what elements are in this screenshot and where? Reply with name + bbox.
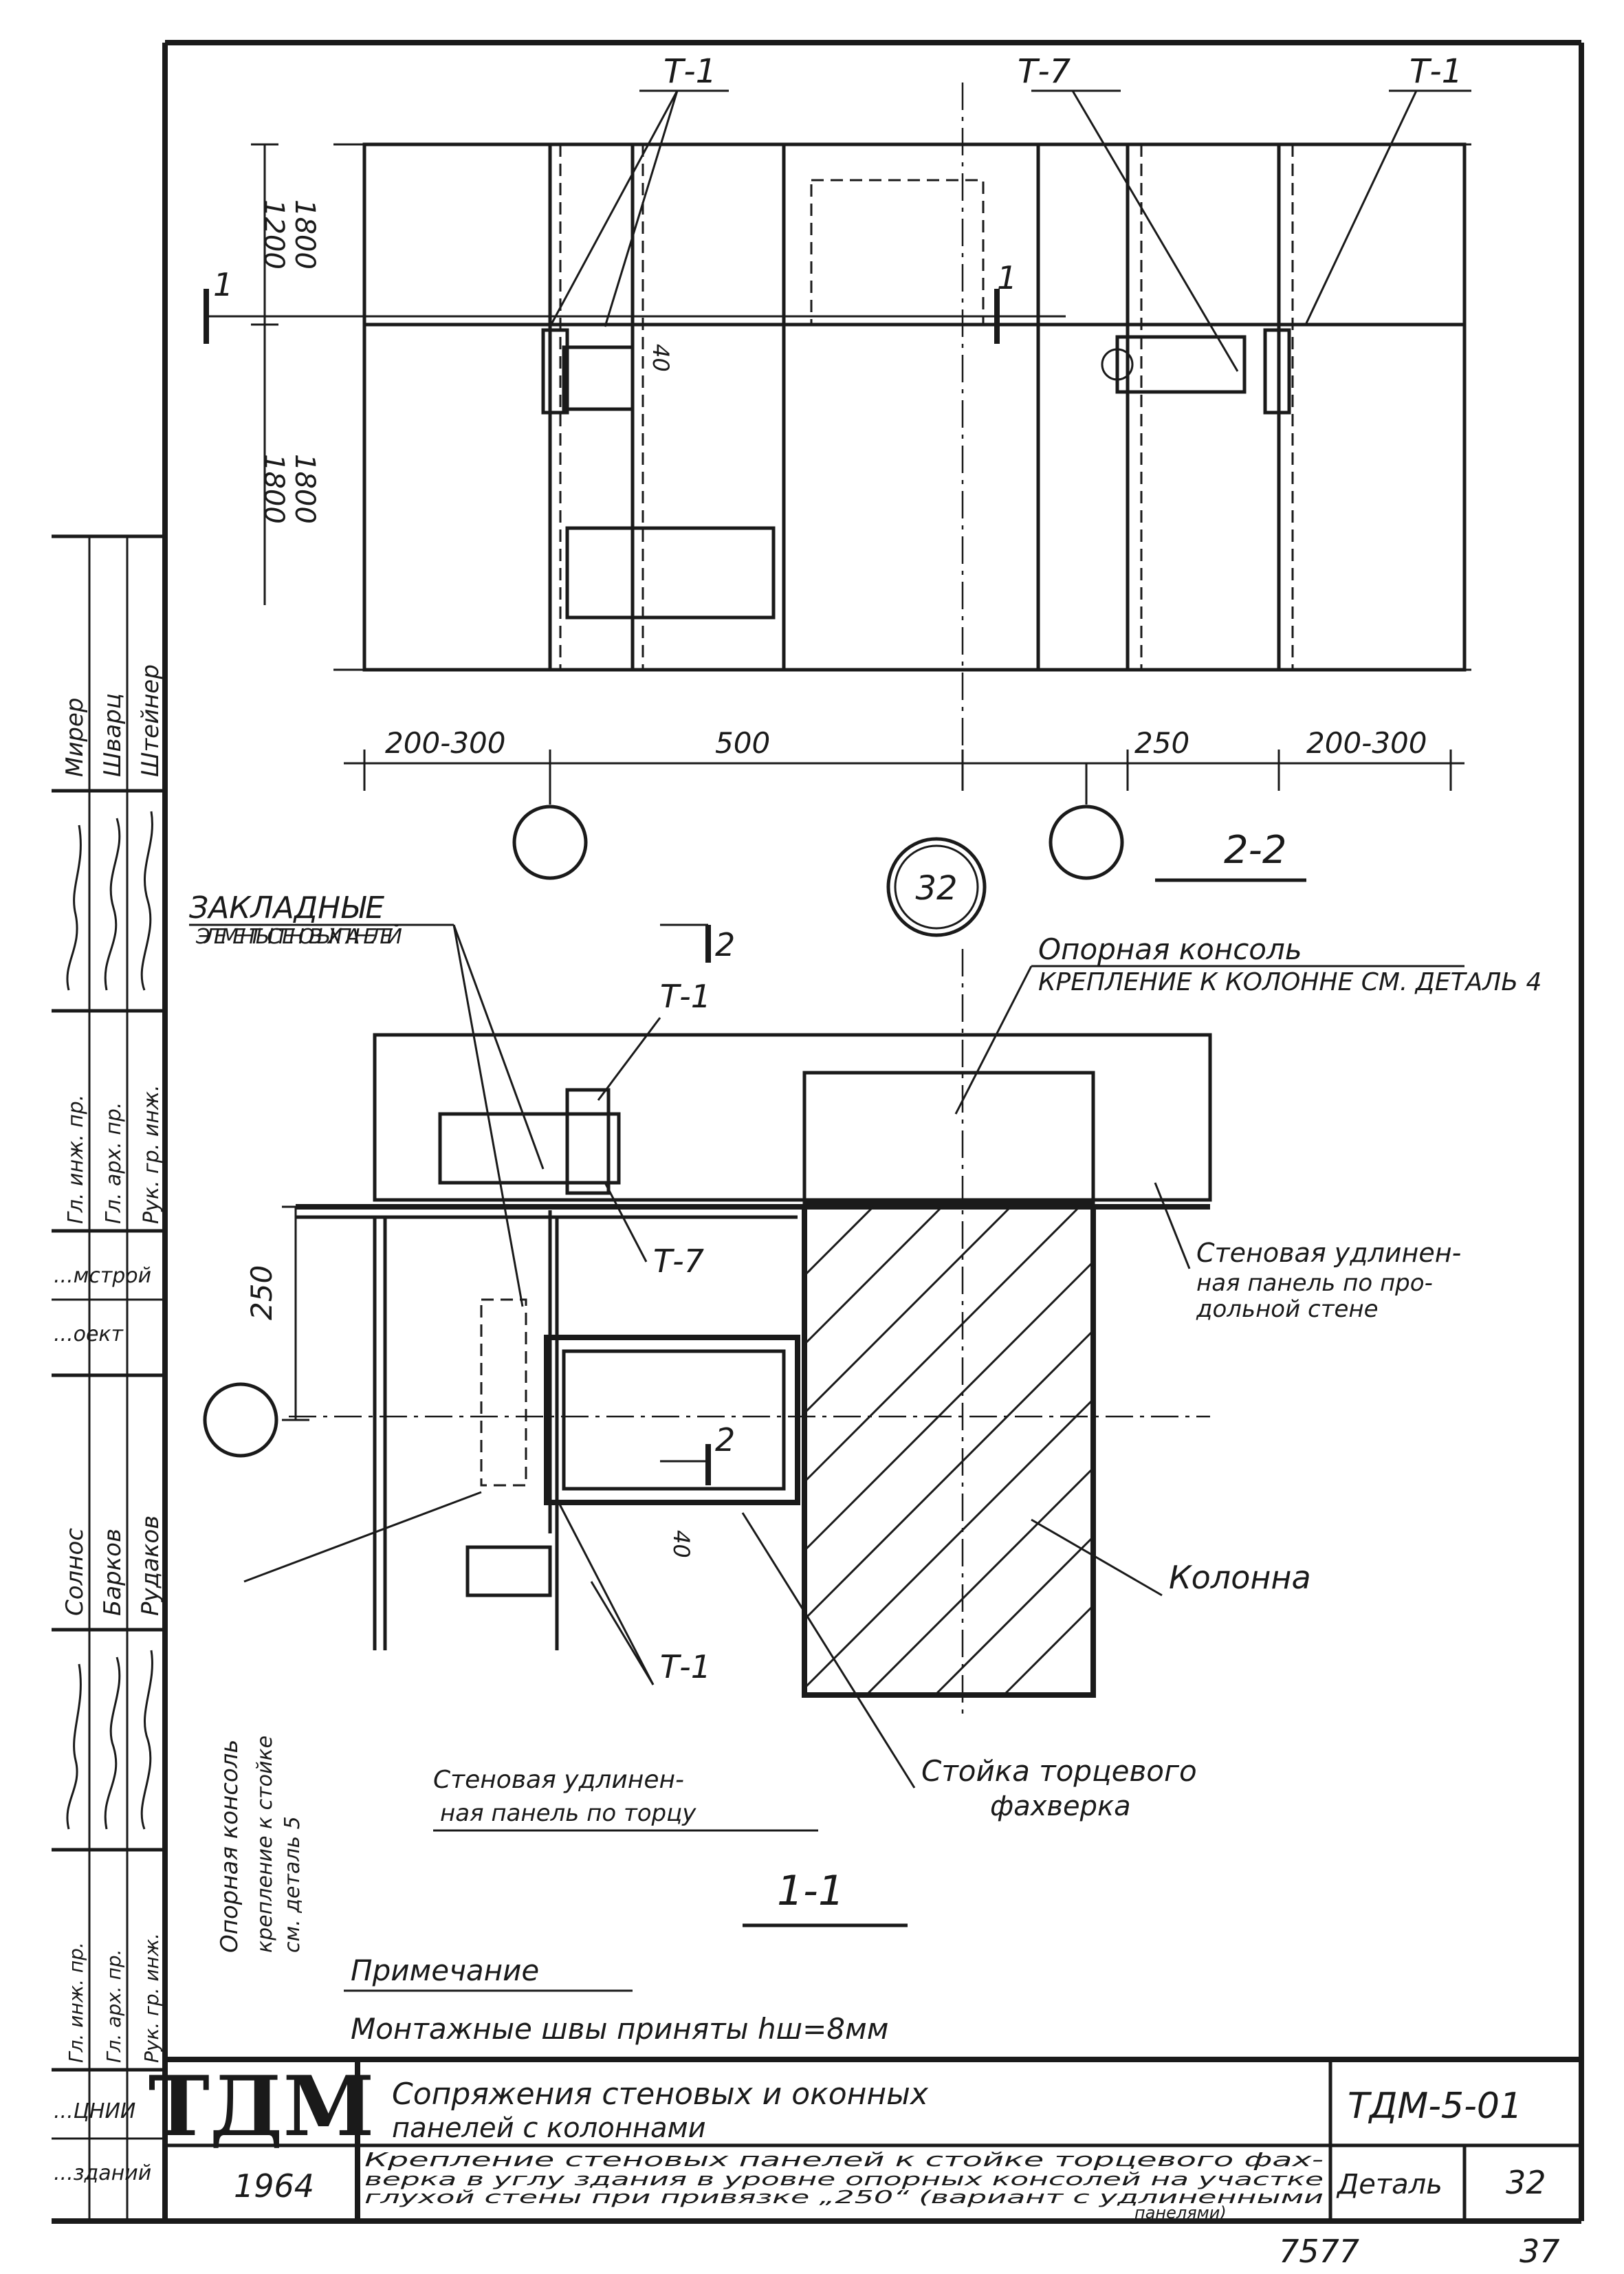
sidebar-name-top-1: Мирер: [61, 697, 89, 777]
view-2-2-title: 2-2: [1224, 828, 1286, 873]
callout-stoika-1: Стойка торцевого: [921, 1754, 1197, 1788]
axis-bubble-right: [1049, 805, 1124, 880]
dim-upper-a: 1200: [258, 199, 289, 270]
dim-200-300-left: 200-300: [385, 726, 506, 760]
sidebar-name-bottom-2: Барков: [99, 1529, 127, 1616]
callout-consol-sub: КРЕПЛЕНИЕ К КОЛОННЕ СМ. ДЕТАЛЬ 4: [1038, 968, 1541, 996]
sidebar-org-top-1: ...мстрой: [54, 1264, 151, 1288]
desc-line-2: верка в углу здания в уровне опорных кон…: [364, 2169, 1324, 2190]
callout-stoika-2: фахверка: [990, 1791, 1131, 1822]
note-title: Примечание: [351, 1954, 539, 1987]
callout-vert-consol-1: Опорная консоль: [216, 1739, 243, 1953]
callout-zakladnye-sub: ЭЛЕМЕНТЫ СТЕНОВЫХ ПАНЕЛЕЙ: [195, 924, 402, 949]
sidebar-name-top-3: Штейнер: [137, 664, 164, 777]
sidebar-name-bottom-1: Солнос: [61, 1528, 89, 1616]
callout-consol-title: Опорная консоль: [1038, 932, 1302, 966]
callout-wall-long-2: ная панель по про-: [1196, 1269, 1433, 1297]
logo-tdm: ТДМ: [149, 2058, 375, 2155]
column-section: [802, 1204, 1096, 1698]
desc-line-1: Крепление стеновых панелей к стойке торц…: [364, 2148, 1324, 2171]
sidebar-org-bottom-1: ...ЦНИИ: [54, 2099, 135, 2123]
callout-t7-mid: Т-7: [653, 1243, 704, 1280]
dim-500: 500: [715, 726, 770, 760]
callout-wall-end-1: Стеновая удлинен-: [433, 1766, 684, 1794]
detail-circle: [886, 837, 987, 937]
callout-wall-long-3: дольной стене: [1196, 1295, 1379, 1323]
axis-bubble-section: [203, 1382, 278, 1458]
sidebar-name-top-2: Шварц: [99, 693, 127, 777]
drawing-code: ТДМ-5-01: [1348, 2086, 1522, 2127]
footer-page: 37: [1519, 2233, 1560, 2270]
dim-upper-b: 1800: [289, 199, 320, 270]
column-hatching: [803, 1205, 1095, 1696]
callout-wall-end-2: ная панель по торцу: [440, 1800, 696, 1827]
dim-200-300-right: 200-300: [1306, 726, 1427, 760]
note-text: Монтажные швы приняты hш=8мм: [351, 2012, 888, 2046]
logo-year: 1964: [234, 2167, 314, 2205]
callout-t1-mid: Т-1: [660, 978, 711, 1015]
callout-wall-long-1: Стеновая удлинен-: [1196, 1238, 1461, 1268]
sidebar-role-bottom-1: Гл. инж. пр.: [65, 1942, 87, 2063]
sidebar-org-top-2: ...оект: [54, 1322, 124, 1346]
callout-t1-low: Т-1: [660, 1648, 711, 1685]
dim-lower-b: 1800: [289, 454, 320, 524]
cut-2-bottom-label: 2: [715, 1421, 735, 1458]
cut-1-left-label: 1: [213, 266, 233, 303]
section-1-1: 2 2 250 40 ЗАКЛАДНЫЕ ЭЛЕМЕНТЫ СТЕНОВЫХ П…: [189, 890, 1541, 2046]
sidebar-role-top-1: Гл. инж. пр.: [64, 1095, 88, 1224]
axis-bubble-left: [512, 805, 588, 880]
footer-sheet-code: 7577: [1279, 2233, 1359, 2270]
dim-250-section: 250: [245, 1265, 278, 1320]
sidebar-name-bottom-3: Рудаков: [137, 1516, 164, 1616]
desc-line-3: глухой стены при привязке „250“ (вариант…: [364, 2187, 1324, 2208]
callout-vert-consol-3: см. деталь 5: [281, 1816, 305, 1953]
cut-1-right-label: 1: [997, 259, 1017, 296]
callout-vert-consol-2: крепление к стойке: [253, 1736, 277, 1953]
sheet-frame: [52, 40, 1584, 2224]
title-line-1: Сопряжения стеновых и оконных: [392, 2077, 929, 2112]
sidebar-role-bottom-3: Рук. гр. инж.: [140, 1933, 163, 2063]
label-t7-top: Т-7: [1018, 52, 1071, 91]
sidebar-role-top-3: Рук. гр. инж.: [140, 1084, 164, 1224]
sidebar-org-bottom-2: ...зданий: [54, 2161, 151, 2185]
sidebar-role-bottom-2: Гл. арх. пр.: [102, 1949, 125, 2063]
desc-line-4: панелями): [1134, 2203, 1227, 2222]
detail-label: Деталь: [1336, 2169, 1442, 2200]
callout-kolonna: Колонна: [1169, 1559, 1311, 1596]
label-t1-top-left: Т-1: [663, 52, 716, 91]
dim-250-top: 250: [1134, 726, 1189, 760]
dim-seam-top: 40: [648, 344, 674, 372]
title-block: ТДМ 1964 Сопряжения стеновых и оконных п…: [149, 2057, 1581, 2222]
view-2-2: 1 1 Т-1 Т-7 Т-1 1200 1800 1800 1800 40 2…: [204, 52, 1471, 937]
signatures: [66, 811, 153, 1830]
dim-seam-lower: 40: [668, 1530, 694, 1558]
view-1-1-title: 1-1: [777, 1867, 844, 1915]
title-line-2: панелей с колоннами: [392, 2112, 706, 2144]
label-t1-top-right: Т-1: [1409, 52, 1462, 91]
sidebar-stamp: Мирер Шварц Штейнер Гл. инж. пр. Гл. арх…: [52, 534, 165, 2221]
sidebar-role-top-2: Гл. арх. пр.: [102, 1102, 126, 1224]
dim-lower-a: 1800: [258, 454, 289, 524]
callout-zakladnye: ЗАКЛАДНЫЕ: [189, 890, 384, 926]
cut-2-top-label: 2: [715, 926, 735, 963]
detail-number: 32: [915, 869, 957, 908]
detail-number-block: 32: [1506, 2164, 1546, 2201]
